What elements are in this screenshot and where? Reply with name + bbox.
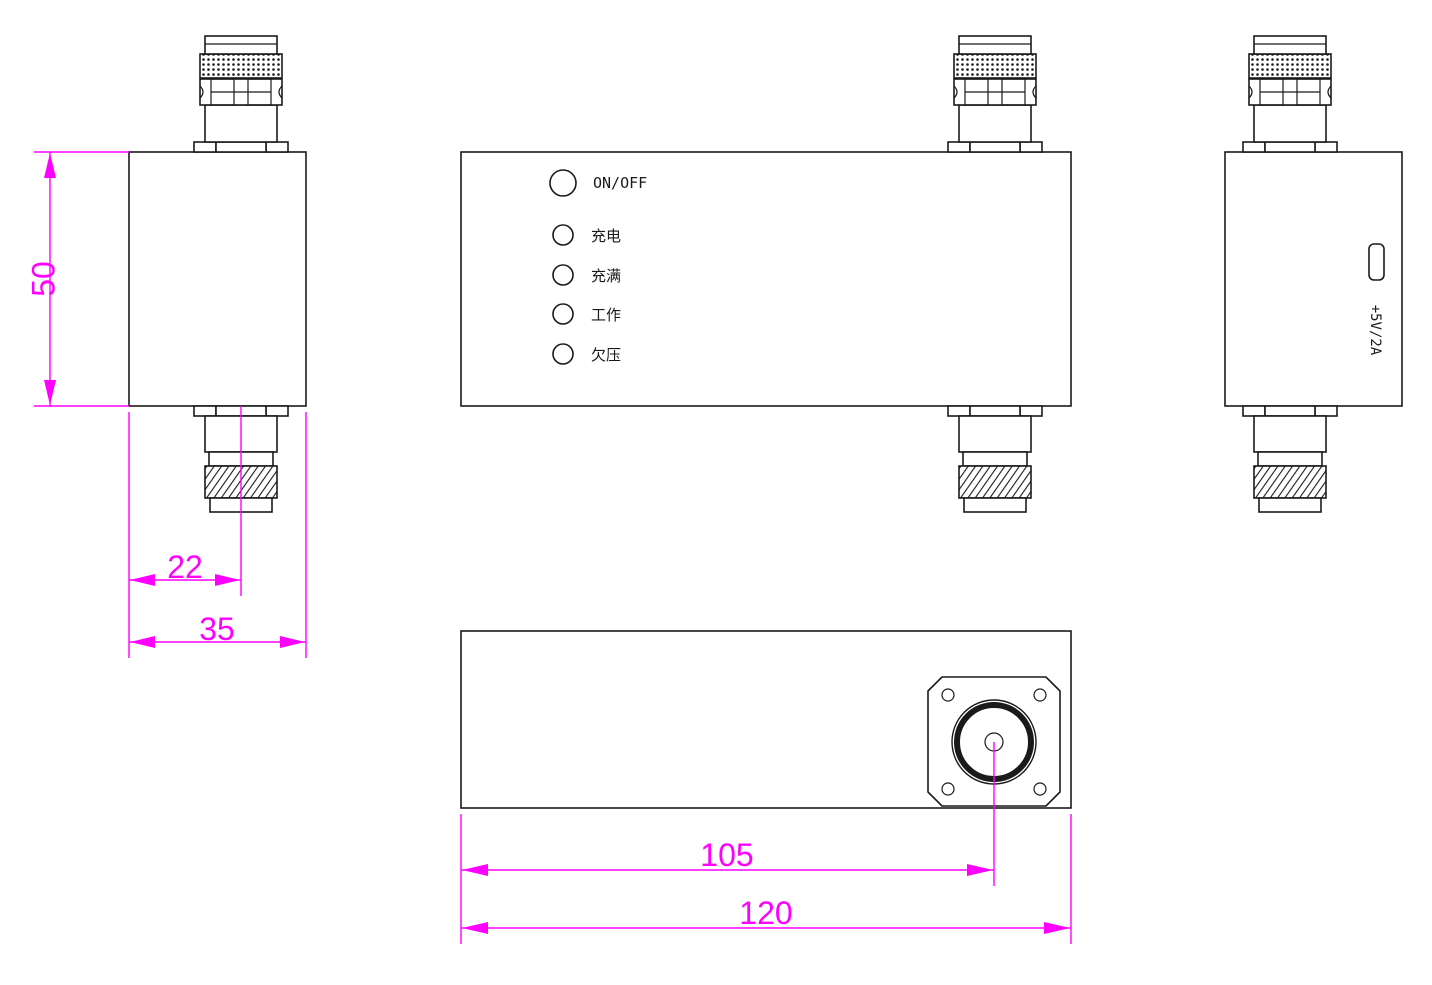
dimension-height-label: 50 — [25, 261, 61, 297]
indicator-label: 充电 — [591, 227, 621, 245]
top-connector-right — [1242, 35, 1338, 153]
power-button-icon — [549, 169, 577, 197]
power-switch: ON/OFF — [549, 169, 647, 197]
dimension-connector-offset-bottom-label: 105 — [700, 837, 753, 873]
indicator-label: 欠压 — [591, 346, 621, 364]
mount-hole-icon — [941, 688, 955, 702]
bottom-view — [460, 630, 1072, 809]
indicator-label: 充满 — [591, 267, 621, 285]
dimension-width: 22 35 — [128, 406, 307, 658]
dimension-connector-offset-side-label: 22 — [167, 549, 203, 585]
front-view: ON/OFF 充电 充满 工作 欠压 — [460, 35, 1072, 513]
side-view-right-body — [1224, 151, 1403, 407]
side-view-right: +5V/2A — [1224, 35, 1403, 513]
top-connector-left — [193, 35, 289, 153]
led-icon — [552, 343, 574, 365]
side-view-left — [128, 35, 307, 513]
dimension-length: 105 120 — [460, 742, 1072, 944]
side-view-body — [128, 151, 307, 407]
usb-port-icon — [1368, 243, 1385, 281]
flange-plate — [927, 676, 1061, 807]
usb-port-label: +5V/2A — [1367, 305, 1383, 356]
front-view-body — [460, 151, 1072, 407]
mount-hole-icon — [1033, 688, 1047, 702]
led-icon — [552, 264, 574, 286]
indicator-label: 工作 — [591, 306, 621, 324]
dimension-height: 50 — [25, 151, 129, 407]
indicator-undervoltage: 欠压 — [552, 343, 621, 365]
dimension-length-label: 120 — [739, 895, 792, 931]
mount-hole-icon — [1033, 782, 1047, 796]
led-icon — [552, 303, 574, 325]
indicator-working: 工作 — [552, 303, 621, 325]
mount-hole-icon — [941, 782, 955, 796]
indicator-full: 充满 — [552, 264, 621, 286]
indicator-charging: 充电 — [552, 224, 621, 246]
power-label: ON/OFF — [593, 174, 647, 192]
led-icon — [552, 224, 574, 246]
bottom-connector-front — [947, 405, 1043, 513]
bottom-connector-right — [1242, 405, 1338, 513]
dimension-width-label: 35 — [199, 611, 235, 647]
bottom-view-body — [460, 630, 1072, 809]
top-connector-front — [947, 35, 1043, 153]
